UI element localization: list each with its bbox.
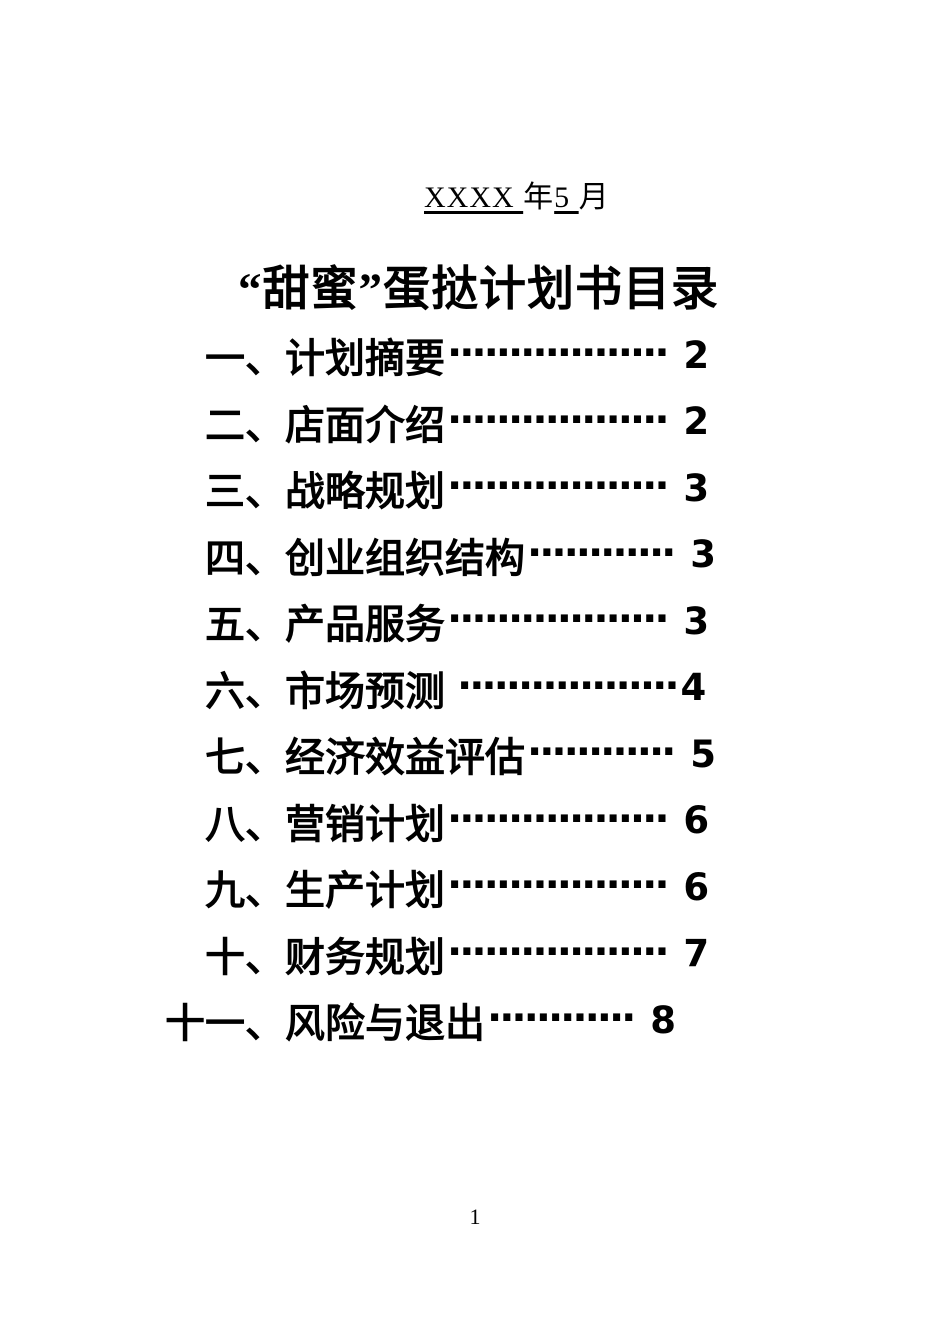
toc-item-number: 八、: [205, 801, 285, 847]
toc-item-2[interactable]: 二、 店面介绍 ·················· 2: [0, 389, 950, 456]
toc-item-number: 六、: [205, 668, 285, 714]
toc-item-1[interactable]: 一、 计划摘要 ·················· 2: [0, 322, 950, 389]
date-month-label: 月: [578, 181, 610, 214]
toc-dot-leader: ··················: [447, 795, 670, 842]
toc-item-7[interactable]: 七、 经济效益评估 ············ 5: [0, 721, 950, 788]
date-month-value: 5: [554, 181, 579, 214]
toc-item-number: 五、: [205, 602, 285, 648]
toc-item-title: 创业组织结构: [285, 535, 525, 581]
toc-page-number: 3: [677, 533, 716, 577]
table-of-contents: 一、 计划摘要 ·················· 2 二、 店面介绍 ···…: [0, 322, 950, 1054]
toc-dot-leader: ··················: [447, 862, 670, 909]
toc-item-number: 九、: [205, 868, 285, 914]
toc-item-5[interactable]: 五、 产品服务 ·················· 3: [0, 588, 950, 655]
toc-item-10[interactable]: 十、 财务规划 ·················· 7: [0, 921, 950, 988]
toc-item-title: 财务规划: [285, 934, 445, 980]
toc-dot-leader: ··················: [447, 463, 670, 510]
toc-dot-leader: ··················: [447, 596, 670, 643]
toc-item-number: 三、: [205, 469, 285, 515]
date-line: XXXX 年5 月: [424, 172, 610, 216]
toc-item-title: 店面介绍: [285, 402, 445, 448]
page-title: “甜蜜”蛋挞计划书目录: [238, 264, 719, 316]
toc-page-number: 2: [670, 400, 710, 444]
toc-item-4[interactable]: 四、 创业组织结构 ············ 3: [0, 522, 950, 589]
toc-item-number: 十、: [205, 934, 285, 980]
toc-item-number: 四、: [205, 535, 285, 581]
toc-page-number: 6: [670, 799, 710, 843]
toc-dot-leader: ··················: [447, 396, 670, 443]
toc-page-number: 5: [677, 732, 716, 776]
toc-item-6[interactable]: 六、 市场预测 ·················· 4: [0, 655, 950, 722]
toc-dot-leader: ··················: [447, 928, 670, 975]
toc-page-number: 3: [670, 466, 710, 510]
toc-page-number: 7: [670, 932, 710, 976]
toc-item-title: 战略规划: [285, 469, 445, 515]
toc-item-8[interactable]: 八、 营销计划 ·················· 6: [0, 788, 950, 855]
toc-item-number: 二、: [205, 402, 285, 448]
footer-page-number: 1: [469, 1204, 481, 1229]
toc-page-number: 4: [680, 666, 707, 710]
date-year-value: XXXX: [424, 181, 524, 214]
toc-item-title: 计划摘要: [285, 336, 445, 382]
toc-dot-leader: ············: [487, 995, 636, 1042]
toc-item-title: 营销计划: [285, 801, 445, 847]
toc-page-number: 8: [637, 998, 676, 1042]
toc-item-number: 七、: [205, 735, 285, 781]
toc-item-number: 十一、: [165, 1001, 285, 1047]
toc-dot-leader: ··················: [457, 662, 680, 709]
toc-item-title: 产品服务: [285, 602, 445, 648]
toc-dot-leader: ············: [527, 729, 676, 776]
toc-item-title: 经济效益评估: [285, 735, 525, 781]
toc-page-number: 3: [670, 599, 710, 643]
toc-item-title: 市场预测: [285, 668, 455, 714]
toc-page-number: 2: [670, 333, 710, 377]
date-year-label: 年: [523, 181, 555, 214]
toc-item-9[interactable]: 九、 生产计划 ·················· 6: [0, 854, 950, 921]
toc-item-3[interactable]: 三、 战略规划 ·················· 3: [0, 455, 950, 522]
toc-item-11[interactable]: 十一、 风险与退出 ············ 8: [0, 987, 950, 1054]
toc-item-number: 一、: [205, 336, 285, 382]
toc-page-number: 6: [670, 865, 710, 909]
toc-dot-leader: ············: [527, 529, 676, 576]
toc-dot-leader: ··················: [447, 330, 670, 377]
toc-item-title: 生产计划: [285, 868, 445, 914]
toc-item-title: 风险与退出: [285, 1001, 485, 1047]
